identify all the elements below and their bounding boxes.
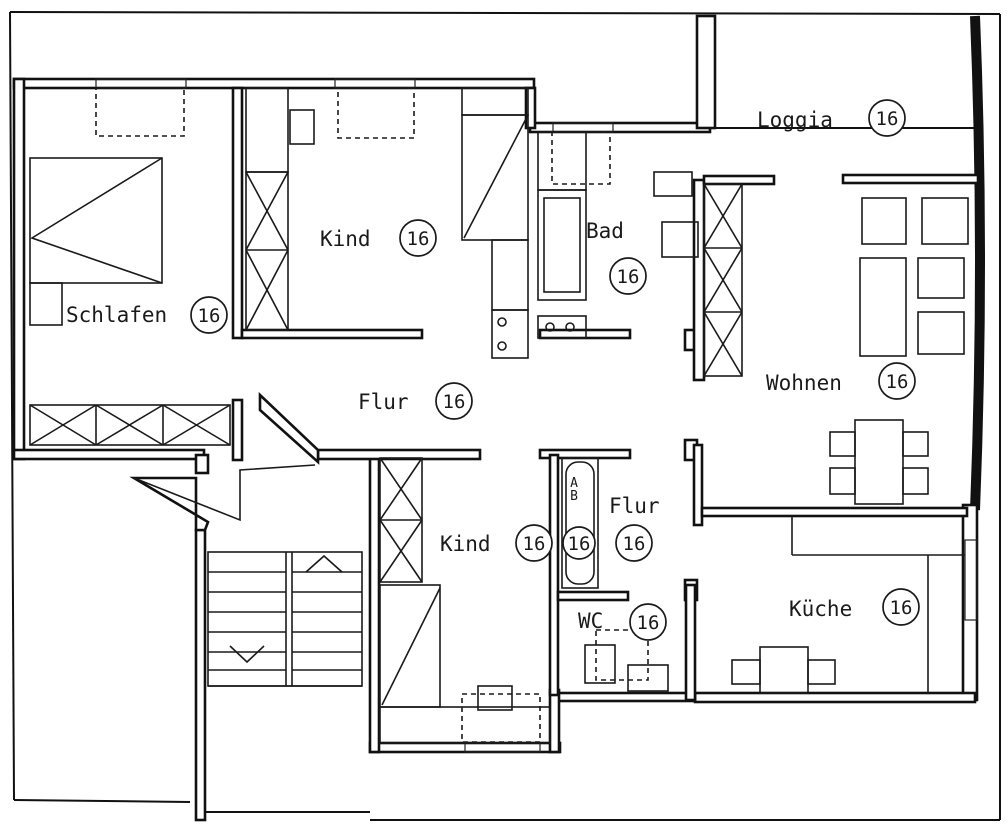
room-label-flur-main: Flur 16 <box>358 382 473 420</box>
room-name: Flur <box>609 494 660 518</box>
room-number: 16 <box>886 371 909 393</box>
room-label-loggia: Loggia 16 <box>757 99 906 137</box>
exterior-walls <box>12 14 985 822</box>
room-name: Schlafen <box>66 303 167 327</box>
room-number: 16 <box>443 391 466 413</box>
room-name: Kind <box>440 532 491 556</box>
room-number: 16 <box>198 305 221 327</box>
wardrobe-ab-marks: A B <box>570 476 578 504</box>
room-number: 16 <box>890 597 913 619</box>
room-label-kind-bottom: Kind 16 16 <box>440 524 596 562</box>
room-name: Kind <box>320 227 371 251</box>
room-name: Loggia <box>757 108 833 132</box>
room-label-wohnen: Wohnen 16 <box>766 362 916 400</box>
room-number: 16 <box>637 612 660 634</box>
furniture <box>29 87 975 744</box>
room-name: Wohnen <box>766 371 842 395</box>
room-name: Flur <box>358 390 409 414</box>
room-name: Küche <box>789 597 852 621</box>
mark-b: B <box>570 489 578 504</box>
interior-walls <box>129 86 980 702</box>
room-number: 16 <box>523 533 546 555</box>
room-label-bad: Bad 16 <box>586 219 647 295</box>
room-label-schlafen: Schlafen 16 <box>66 296 228 334</box>
room-number: 16 <box>617 266 640 288</box>
room-label-wc: WC 16 <box>578 603 667 641</box>
room-name: WC <box>578 609 603 633</box>
room-label-kind-top: Kind 16 <box>320 219 437 257</box>
room-number-secondary: 16 <box>568 533 591 555</box>
room-number: 16 <box>623 533 646 555</box>
room-label-flur-small: Flur 16 <box>609 494 660 562</box>
mark-a: A <box>570 476 578 491</box>
entrance-outline <box>133 464 316 522</box>
room-number: 16 <box>407 228 430 250</box>
room-label-kueche: Küche 16 <box>789 588 920 626</box>
room-number: 16 <box>876 108 899 130</box>
room-name: Bad <box>586 219 624 243</box>
page-frame <box>9 11 1001 821</box>
